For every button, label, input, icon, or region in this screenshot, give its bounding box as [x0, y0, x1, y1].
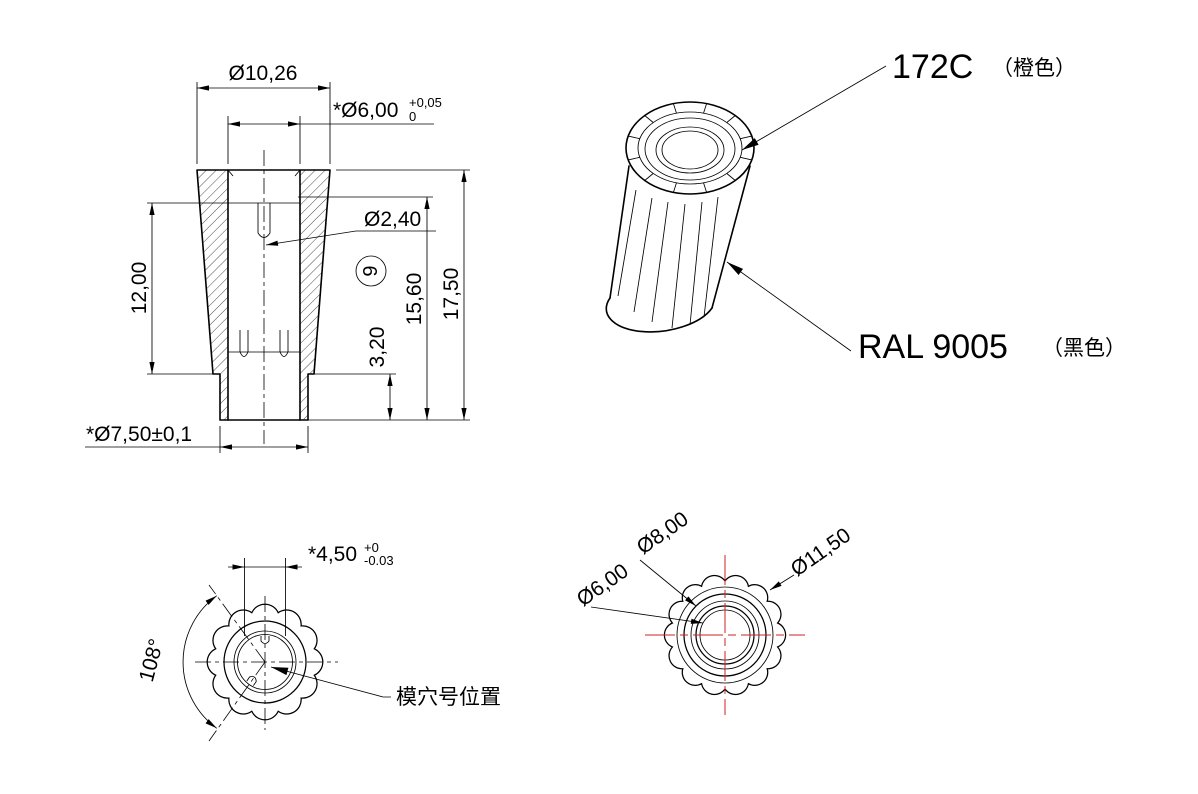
dim-bore-dia-label-top: Ø6,00 — [573, 559, 633, 611]
bottom-rib-top — [260, 636, 270, 644]
ext-lines-top-dia — [196, 82, 331, 164]
iso-flutes — [617, 189, 719, 329]
iso-body-bottom — [605, 297, 713, 333]
top-view: Ø8,00 Ø6,00 Ø11,50 — [573, 507, 855, 715]
dim-total-height-label: 17,50 — [440, 268, 463, 321]
leader-bore-dia — [590, 606, 704, 624]
angle-ray-upper — [208, 584, 266, 663]
leader-ral — [726, 261, 852, 352]
dim-slot-tol-lower: -0.03 — [364, 553, 394, 568]
dim-slot-width-label: *4,50 — [308, 543, 357, 566]
balloon-circle — [355, 255, 387, 287]
hatch-right-wall — [300, 170, 330, 374]
ext-lines-depth-left — [147, 202, 228, 375]
angle-ray-lower — [208, 661, 266, 742]
pantone-note-label: （橙色） — [992, 57, 1076, 80]
pantone-code-label: 172C — [892, 48, 973, 86]
hatch-stem-right — [300, 374, 308, 420]
top-knurl-root — [676, 586, 774, 684]
iso-ring-2 — [655, 126, 725, 174]
ral-code-label: RAL 9005 — [858, 328, 1008, 366]
ext-lines-slot-width — [244, 558, 286, 636]
leader-pantone — [741, 65, 887, 151]
iso-view: 172C （橙色） RAL 9005 （黑色） — [605, 48, 1126, 366]
leader-slot-dia — [265, 230, 436, 246]
dim-top-dia-label: Ø10,26 — [229, 62, 298, 85]
hatch-left-wall — [197, 170, 228, 374]
balloon-number: 9 — [360, 265, 382, 276]
dim-bore-dia-label: *Ø6,00 — [333, 99, 398, 122]
section-view: Ø10,26 *Ø6,00 +0,05 0 Ø2,40 12,00 3,20 1… — [85, 62, 470, 453]
bottom-rib-lower-left — [246, 676, 257, 686]
cavity-note-label: 模穴号位置 — [396, 686, 501, 709]
hatch-stem-left — [220, 374, 228, 420]
bottom-view: *4,50 +0 -0.03 108° 模穴号位置 — [135, 540, 501, 742]
leader-cavity — [270, 666, 391, 698]
dim-slot-dia-label: Ø2,40 — [364, 208, 421, 231]
iso-rim-knurl-ticks — [628, 103, 752, 193]
iso-body-right — [711, 165, 751, 309]
iso-bore — [661, 130, 719, 170]
ral-note-label: （黑色） — [1042, 337, 1126, 360]
angle-arc — [182, 595, 218, 729]
dim-hub-dia-label: Ø8,00 — [633, 507, 693, 559]
dim-bore-tol-upper: +0,05 — [409, 95, 442, 110]
leader-hub-dia — [639, 559, 697, 607]
iso-ring-1 — [644, 117, 736, 181]
dim-bore-tol-lower: 0 — [409, 109, 416, 124]
iso-body-left — [609, 165, 630, 299]
dim-angle-label: 108° — [135, 636, 168, 684]
dim-slot-tol-upper: +0 — [364, 540, 379, 555]
dim-inner-height-label: 15,60 — [403, 273, 426, 326]
section-dimensions — [85, 82, 470, 453]
dim-depth-left-label: 12,00 — [128, 262, 151, 315]
top-view-knurl — [663, 574, 787, 696]
dim-stem-dia-label: *Ø7,50±0,1 — [86, 423, 192, 446]
dim-outer-dia-label: Ø11,50 — [787, 524, 855, 581]
leader-outer-dia — [769, 574, 795, 591]
dim-step-label: 3,20 — [366, 327, 389, 368]
